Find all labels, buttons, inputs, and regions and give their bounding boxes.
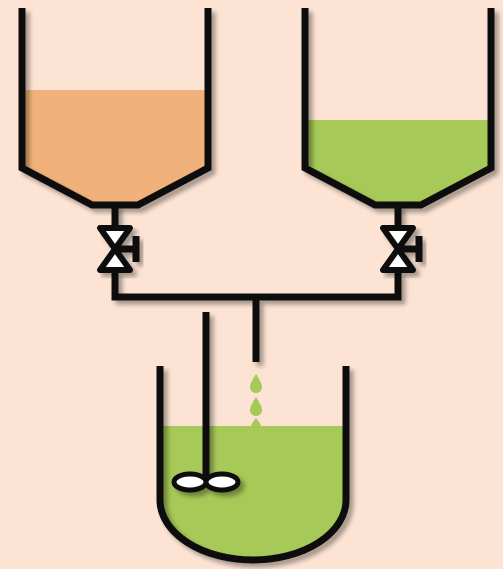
right-valve [380, 225, 423, 273]
impeller-blade-left [171, 471, 209, 493]
drop [251, 418, 261, 426]
right-valve-handle [398, 236, 423, 262]
left-valve-handle [115, 236, 140, 262]
left-valve [97, 225, 140, 273]
drop [250, 397, 262, 416]
left-hopper-contents [22, 90, 208, 205]
right-hopper-contents [305, 120, 491, 205]
piping [111, 205, 402, 362]
impeller-blade-right [203, 471, 241, 493]
drop [250, 374, 262, 393]
stirrer [171, 312, 241, 493]
mixing-tank-wall [156, 366, 350, 564]
falling-drops [250, 374, 262, 426]
